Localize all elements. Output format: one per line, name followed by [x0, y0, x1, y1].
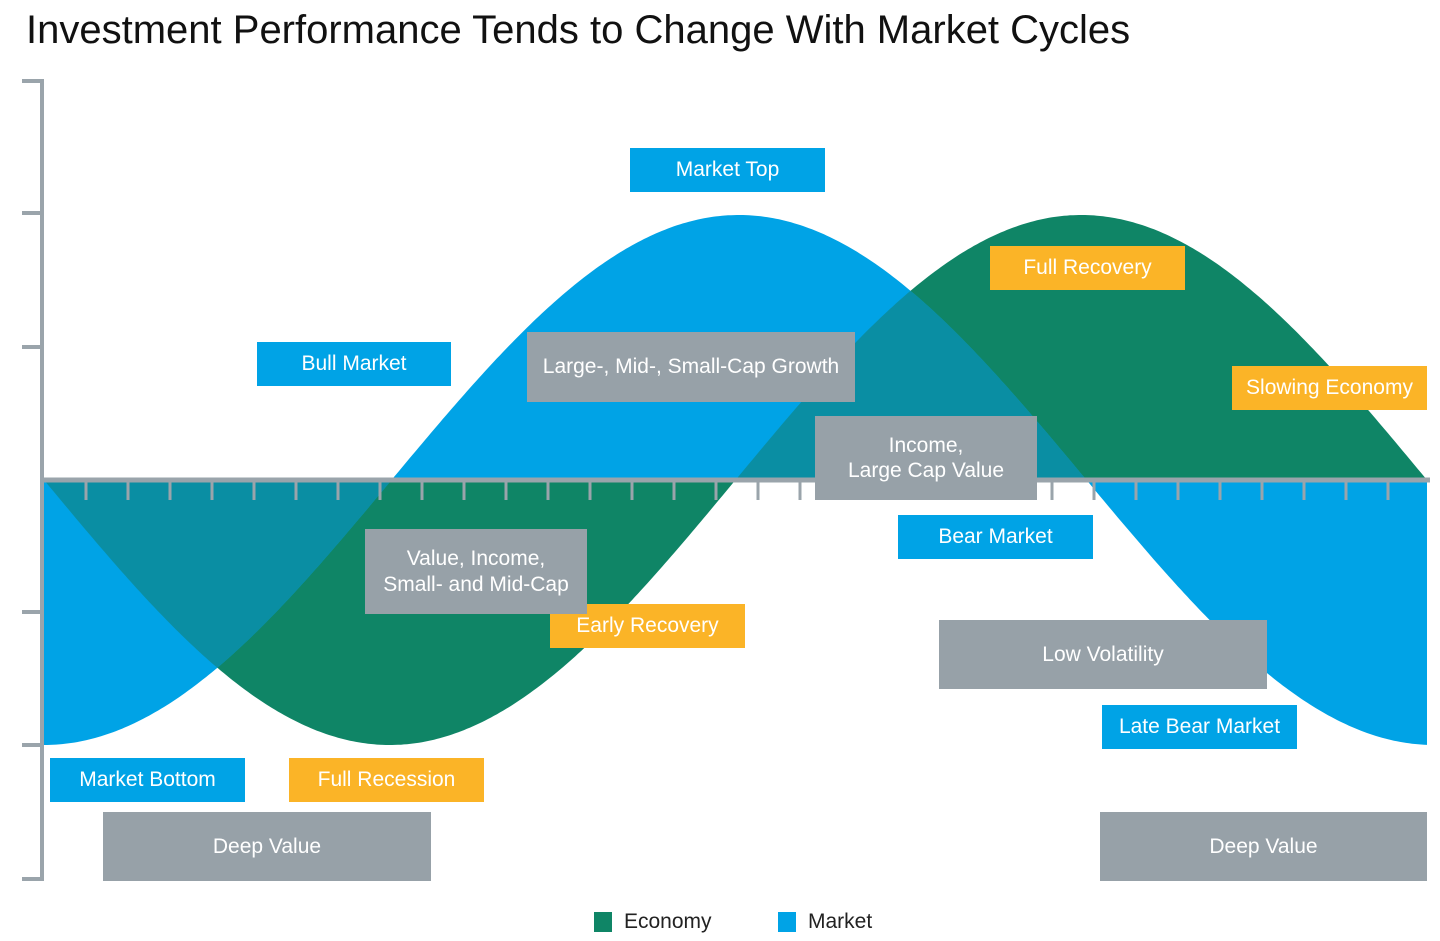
deep-value-left-label: Deep Value [103, 812, 431, 881]
bear-market-label: Bear Market [898, 515, 1093, 559]
legend-economy-swatch [594, 912, 612, 932]
late-bear-market-label: Late Bear Market [1102, 705, 1297, 749]
deep-value-right-label: Deep Value [1100, 812, 1427, 881]
legend-economy-label: Economy [624, 910, 712, 933]
market-top-label: Market Top [630, 148, 825, 192]
income-value-style-label: Income, Large Cap Value [815, 416, 1037, 500]
slowing-economy-label: Slowing Economy [1232, 366, 1427, 410]
value-income-style-label: Value, Income, Small- and Mid-Cap [365, 529, 587, 614]
low-volatility-style-label: Low Volatility [939, 620, 1267, 689]
legend-economy: Economy [594, 908, 712, 936]
page-title: Investment Performance Tends to Change W… [26, 8, 1131, 52]
legend-market: Market [778, 908, 872, 936]
axes [22, 79, 1430, 881]
legend-market-label: Market [808, 910, 873, 933]
full-recession-label: Full Recession [289, 758, 484, 802]
growth-style-label: Large-, Mid-, Small-Cap Growth [527, 332, 855, 402]
legend-market-swatch [778, 912, 796, 932]
bull-market-label: Bull Market [257, 342, 451, 386]
full-recovery-label: Full Recovery [990, 246, 1185, 290]
market-bottom-label: Market Bottom [50, 758, 245, 802]
